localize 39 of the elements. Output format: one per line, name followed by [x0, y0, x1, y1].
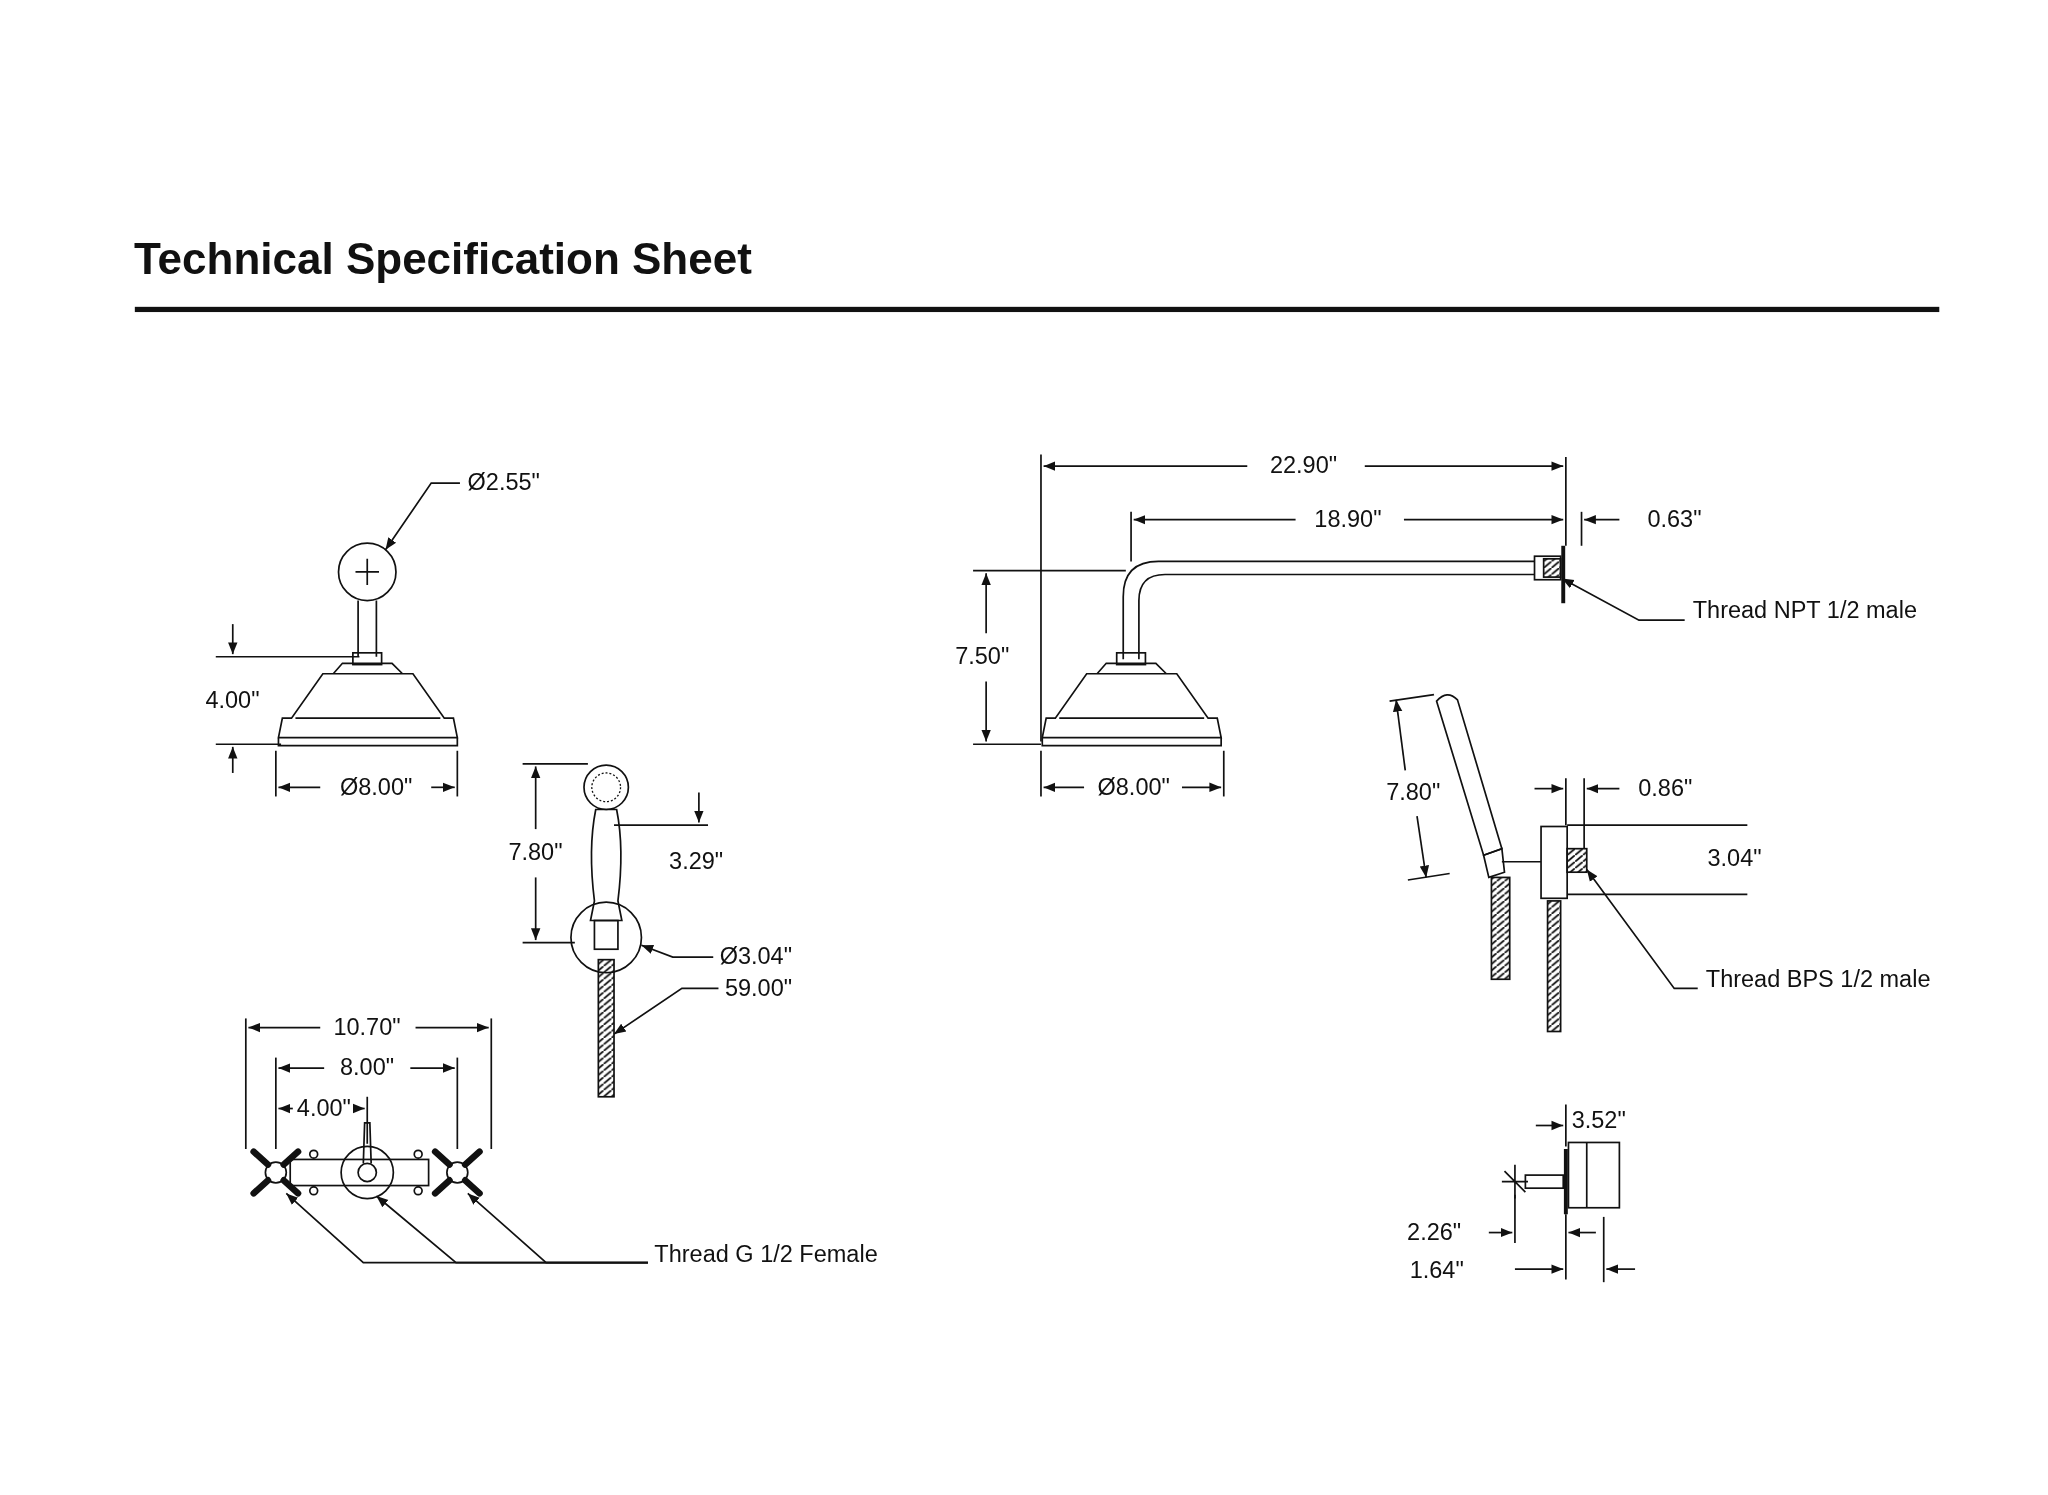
callout-label: 59.00" [724, 975, 793, 1002]
leader-line [384, 482, 461, 551]
dimension-label: 7.80" [508, 839, 563, 866]
dimension-label: 18.90" [1314, 506, 1382, 533]
diverter-valve [340, 1122, 395, 1200]
callout-label: Thread NPT 1/2 male [1692, 598, 1917, 625]
callout-label: Thread G 1/2 Female [654, 1242, 878, 1269]
dimension-label: 0.63" [1647, 506, 1702, 533]
flange-circle [337, 542, 397, 602]
leader-line [1585, 868, 1699, 990]
dimension-label: Ø8.00" [340, 774, 413, 801]
leader-line [640, 944, 715, 958]
wall-bracket-circle [570, 901, 643, 974]
leader-line [1561, 577, 1686, 622]
cross-handle [431, 1148, 483, 1197]
dimension-label: 2.26" [1407, 1220, 1462, 1246]
dimension-label: 7.80" [1386, 779, 1441, 806]
cross-handle [250, 1148, 302, 1197]
dimension-label: Ø8.00" [1097, 774, 1170, 801]
leader-line [613, 987, 720, 1035]
outlet-thread [1566, 847, 1588, 874]
dimension-label: 22.90" [1269, 453, 1338, 480]
callout-label: Ø3.04" [719, 944, 793, 971]
dimension-label: 10.70" [333, 1015, 401, 1041]
title: Technical Specification Sheet [134, 234, 752, 284]
callout-label: Ø2.55" [467, 470, 540, 497]
callout-label: Thread BPS 1/2 male [1705, 966, 1931, 993]
dimension-label: 3.04" [1707, 846, 1762, 873]
dimension-label: 3.52" [1571, 1107, 1626, 1134]
dimension-label: 1.64" [1409, 1257, 1464, 1284]
dimension-label: 7.50" [955, 644, 1010, 670]
thread-end [1542, 558, 1562, 578]
hose [597, 958, 615, 1098]
dimension-label: 0.86" [1638, 775, 1693, 802]
dimension-label: 4.00" [296, 1095, 351, 1122]
dimension-label: 4.00" [205, 688, 260, 715]
leader-line [466, 1192, 649, 1264]
dimension-label: 3.29" [669, 849, 724, 875]
dimension-label: 8.00" [339, 1055, 395, 1082]
